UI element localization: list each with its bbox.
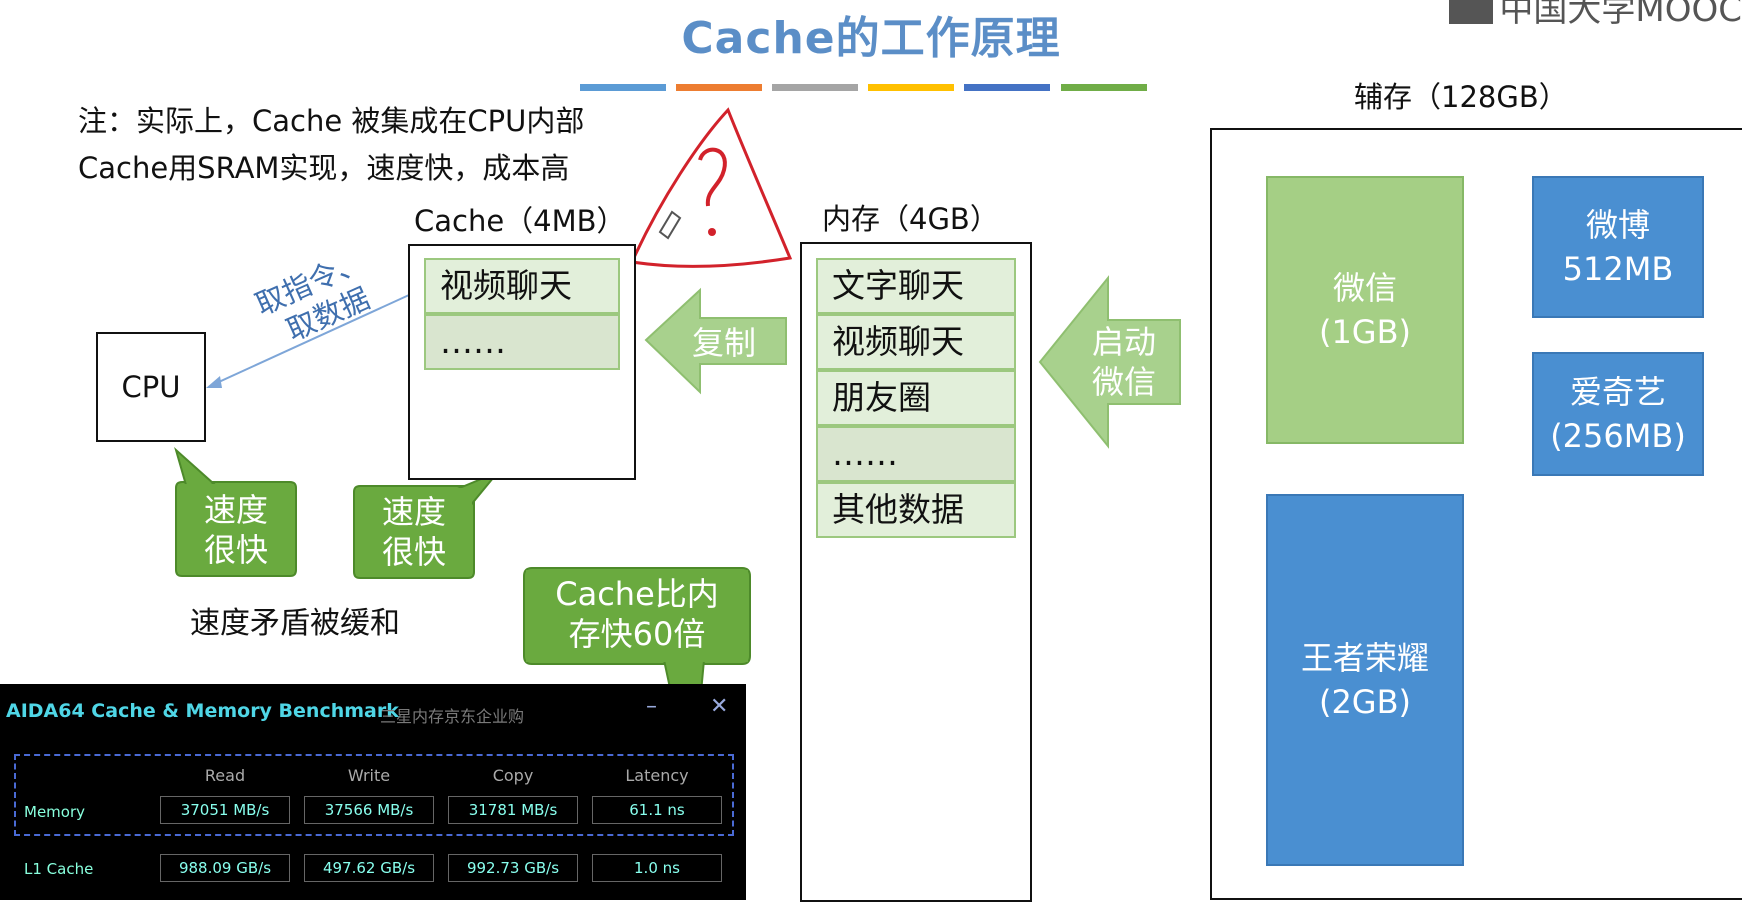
page-title: Cache的工作原理 <box>681 13 1061 64</box>
copy-arrow-icon <box>644 287 787 395</box>
stripe-1 <box>580 84 666 91</box>
cpu-box: CPU <box>96 332 206 442</box>
storage-tile-honor-of-kings: 王者荣耀 (2GB) <box>1266 494 1464 866</box>
memory-box: 文字聊天 视频聊天 朋友圈 …… 其他数据 <box>800 242 1032 902</box>
stripe-4 <box>868 84 954 91</box>
stripe-6 <box>1061 84 1147 91</box>
memory-cell: …… <box>816 426 1016 482</box>
cpu-speed-bubble-fill <box>178 484 294 574</box>
cpu-cache-line <box>209 289 421 387</box>
benchmark-subtitle: 三星内存京东企业购 <box>380 707 525 726</box>
stripe-3 <box>772 84 858 91</box>
benchmark-window: AIDA64 Cache & Memory Benchmark 三星内存京东企业… <box>0 684 746 900</box>
copy-arrow-label: 复制 <box>692 324 757 362</box>
cpu-speed-callout: 速度 很快 <box>203 491 268 569</box>
memory-cell: 朋友圈 <box>816 370 1016 426</box>
logo-icon <box>1449 0 1494 24</box>
l1-copy-value: 992.73 GB/s <box>448 854 578 882</box>
stripe-2 <box>676 84 762 91</box>
storage-tile-weibo: 微博 512MB <box>1532 176 1704 318</box>
memory-read-value: 37051 MB/s <box>160 796 290 824</box>
l1-write-value: 497.62 GB/s <box>304 854 434 882</box>
memory-cell: 视频聊天 <box>816 314 1016 370</box>
red-warning-triangle <box>629 107 793 268</box>
storage-tile-iqiyi: 爱奇艺 (256MB) <box>1532 352 1704 476</box>
memory-latency-value: 61.1 ns <box>592 796 722 824</box>
memory-write-value: 37566 MB/s <box>304 796 434 824</box>
memory-copy-value: 31781 MB/s <box>448 796 578 824</box>
l1-latency-value: 1.0 ns <box>592 854 722 882</box>
cache-title: Cache（4MB） <box>414 204 626 238</box>
ratio-bubble-fill <box>526 570 748 662</box>
stripe-5 <box>964 84 1050 91</box>
storage-tile-wechat: 微信 (1GB) <box>1266 176 1464 444</box>
cache-speed-callout: 速度 很快 <box>381 493 446 571</box>
benchmark-title: AIDA64 Cache & Memory Benchmark <box>6 700 399 722</box>
launch-arrow-label: 启动 微信 <box>1092 323 1157 401</box>
cpu-arrowhead-icon <box>206 376 222 388</box>
red-question-dot <box>708 228 716 236</box>
cache-cell: 视频聊天 <box>424 258 620 314</box>
close-icon[interactable]: ✕ <box>710 694 729 719</box>
memory-title: 内存（4GB） <box>822 202 999 236</box>
note-line-2: Cache用SRAM实现，速度快，成本高 <box>78 151 570 185</box>
storage-box: 微信 (1GB) 微博 512MB 爱奇艺 (256MB) 王者荣耀 (2GB) <box>1210 128 1742 900</box>
benchmark-dotted-frame <box>14 754 734 836</box>
speed-caption: 速度矛盾被缓和 <box>190 606 400 641</box>
ratio-callout: Cache比内 存快60倍 <box>555 575 719 653</box>
red-question-mark <box>698 147 727 207</box>
column-header-latency: Latency <box>625 766 689 785</box>
watermark-logo: 中国大学MOOC <box>1449 0 1742 31</box>
cache-speed-bubble-fill <box>356 488 472 576</box>
launch-arrow-icon <box>1038 275 1181 449</box>
cpu-label: CPU <box>121 370 181 404</box>
memory-cell: 其他数据 <box>816 482 1016 538</box>
note-line-1: 注：实际上，Cache 被集成在CPU内部 <box>78 104 585 138</box>
memory-cell: 文字聊天 <box>816 258 1016 314</box>
pencil-icon <box>658 210 682 240</box>
minimize-icon[interactable]: – <box>646 694 657 719</box>
cache-box: 视频聊天 …… <box>408 244 636 480</box>
row-header-l1-cache: L1 Cache <box>24 860 94 878</box>
cache-cell: …… <box>424 314 620 370</box>
storage-title: 辅存（128GB） <box>1354 80 1568 114</box>
column-header-read: Read <box>204 766 246 785</box>
column-header-copy: Copy <box>492 766 534 785</box>
column-header-write: Write <box>347 766 391 785</box>
l1-read-value: 988.09 GB/s <box>160 854 290 882</box>
row-header-memory: Memory <box>24 803 86 821</box>
